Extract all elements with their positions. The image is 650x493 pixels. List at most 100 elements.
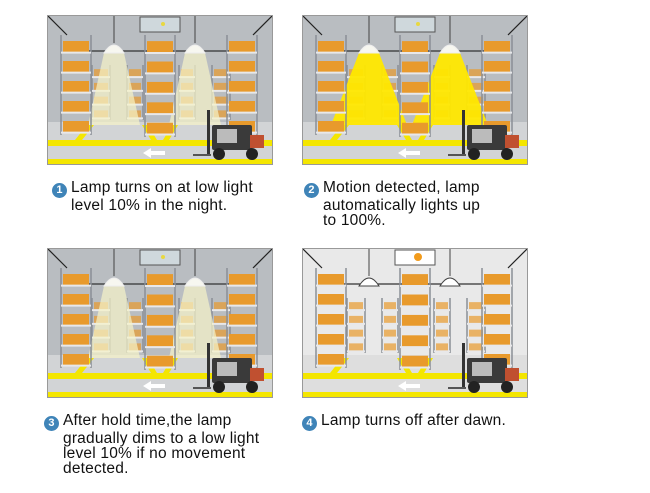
lamp-icon bbox=[439, 44, 461, 54]
cargo-box bbox=[229, 61, 255, 72]
cargo-box bbox=[402, 294, 428, 306]
sun-icon bbox=[414, 253, 422, 261]
cargo-box bbox=[469, 302, 483, 310]
forklift-mast bbox=[207, 343, 210, 388]
back-shelf bbox=[381, 298, 399, 353]
scene-step-3 bbox=[47, 248, 273, 398]
cargo-box bbox=[469, 82, 483, 91]
ceiling-edge bbox=[507, 248, 528, 269]
cargo-box bbox=[63, 334, 89, 345]
cargo-box bbox=[469, 315, 483, 324]
sun-icon bbox=[161, 255, 165, 259]
cargo-box bbox=[402, 102, 428, 114]
cargo-box bbox=[214, 302, 228, 310]
aisle-stripe bbox=[302, 392, 528, 398]
cargo-box bbox=[147, 274, 173, 286]
cargo-box bbox=[469, 343, 483, 351]
cargo-box bbox=[484, 314, 510, 325]
cargo-box bbox=[229, 274, 255, 285]
cargo-box bbox=[229, 314, 255, 325]
cargo-box bbox=[63, 274, 89, 285]
cargo-box bbox=[318, 101, 344, 112]
cargo-box bbox=[318, 121, 344, 132]
cargo-box bbox=[484, 334, 510, 345]
cargo-box bbox=[63, 81, 89, 92]
cargo-box bbox=[436, 343, 448, 351]
cargo-box bbox=[229, 334, 255, 345]
forklift-wheel bbox=[468, 381, 480, 393]
back-shelf bbox=[433, 298, 451, 353]
skylight bbox=[394, 16, 436, 33]
cargo-box bbox=[129, 96, 141, 105]
forklift-counterweight bbox=[505, 368, 519, 381]
forklift-fork bbox=[448, 387, 466, 389]
forklift-mast bbox=[462, 110, 465, 155]
cargo-box bbox=[229, 101, 255, 112]
cargo-box bbox=[484, 101, 510, 112]
forklift-cab-window bbox=[217, 129, 237, 143]
shelf-unit bbox=[144, 268, 176, 370]
cargo-box bbox=[484, 294, 510, 305]
cargo-box bbox=[63, 41, 89, 52]
lamp-icon bbox=[103, 44, 125, 54]
sun-icon bbox=[161, 22, 165, 26]
cargo-box bbox=[349, 329, 363, 338]
forklift-icon bbox=[448, 343, 519, 393]
cargo-box bbox=[147, 294, 173, 306]
cargo-box bbox=[436, 315, 448, 324]
cargo-box bbox=[384, 329, 396, 338]
forklift-fork bbox=[448, 154, 466, 156]
cargo-box bbox=[147, 81, 173, 94]
shelf-unit bbox=[399, 35, 431, 137]
cargo-box bbox=[147, 314, 173, 327]
cargo-box bbox=[484, 81, 510, 92]
forklift-icon bbox=[193, 343, 264, 393]
cargo-box bbox=[402, 335, 428, 347]
panel-border bbox=[47, 15, 273, 165]
cargo-box bbox=[214, 96, 228, 105]
forklift-mast bbox=[207, 110, 210, 155]
shelf-unit bbox=[399, 268, 431, 370]
sun-icon bbox=[416, 22, 420, 26]
cargo-box bbox=[402, 81, 428, 94]
forklift-wheel bbox=[246, 148, 258, 160]
cargo-box bbox=[214, 343, 228, 351]
aisle-stripe bbox=[302, 140, 528, 146]
aisle-stripe bbox=[302, 373, 528, 379]
cargo-box bbox=[129, 329, 141, 338]
cargo-box bbox=[384, 302, 396, 310]
ceiling-edge bbox=[302, 248, 323, 269]
cargo-box bbox=[318, 314, 344, 325]
forklift-mast bbox=[462, 343, 465, 388]
light-cone bbox=[169, 286, 221, 358]
cargo-box bbox=[384, 315, 396, 324]
panel-border bbox=[302, 248, 528, 398]
lamp-icon bbox=[103, 277, 125, 287]
aisle-stripe bbox=[47, 159, 273, 165]
forklift-wheel bbox=[213, 381, 225, 393]
step-badge: 4 bbox=[302, 416, 317, 431]
scene-step-4 bbox=[302, 248, 528, 398]
shelf-unit bbox=[60, 35, 92, 135]
cargo-box bbox=[147, 102, 173, 114]
direction-arrow-icon bbox=[398, 381, 420, 391]
forklift-icon bbox=[448, 110, 519, 160]
cargo-box bbox=[469, 69, 483, 77]
lamp-icon bbox=[358, 44, 380, 54]
cargo-box bbox=[129, 315, 141, 324]
light-cone bbox=[88, 53, 140, 125]
cargo-box bbox=[402, 355, 428, 367]
cargo-box bbox=[214, 69, 228, 77]
forklift-wheel bbox=[468, 148, 480, 160]
aisle-stripe bbox=[302, 159, 528, 165]
cargo-box bbox=[384, 69, 396, 77]
cargo-box bbox=[147, 122, 173, 134]
cargo-box bbox=[63, 354, 89, 365]
direction-arrow-icon bbox=[143, 381, 165, 391]
ceiling-edge bbox=[252, 15, 273, 36]
cargo-box bbox=[129, 69, 141, 77]
cargo-box bbox=[214, 315, 228, 324]
cargo-box bbox=[318, 354, 344, 365]
